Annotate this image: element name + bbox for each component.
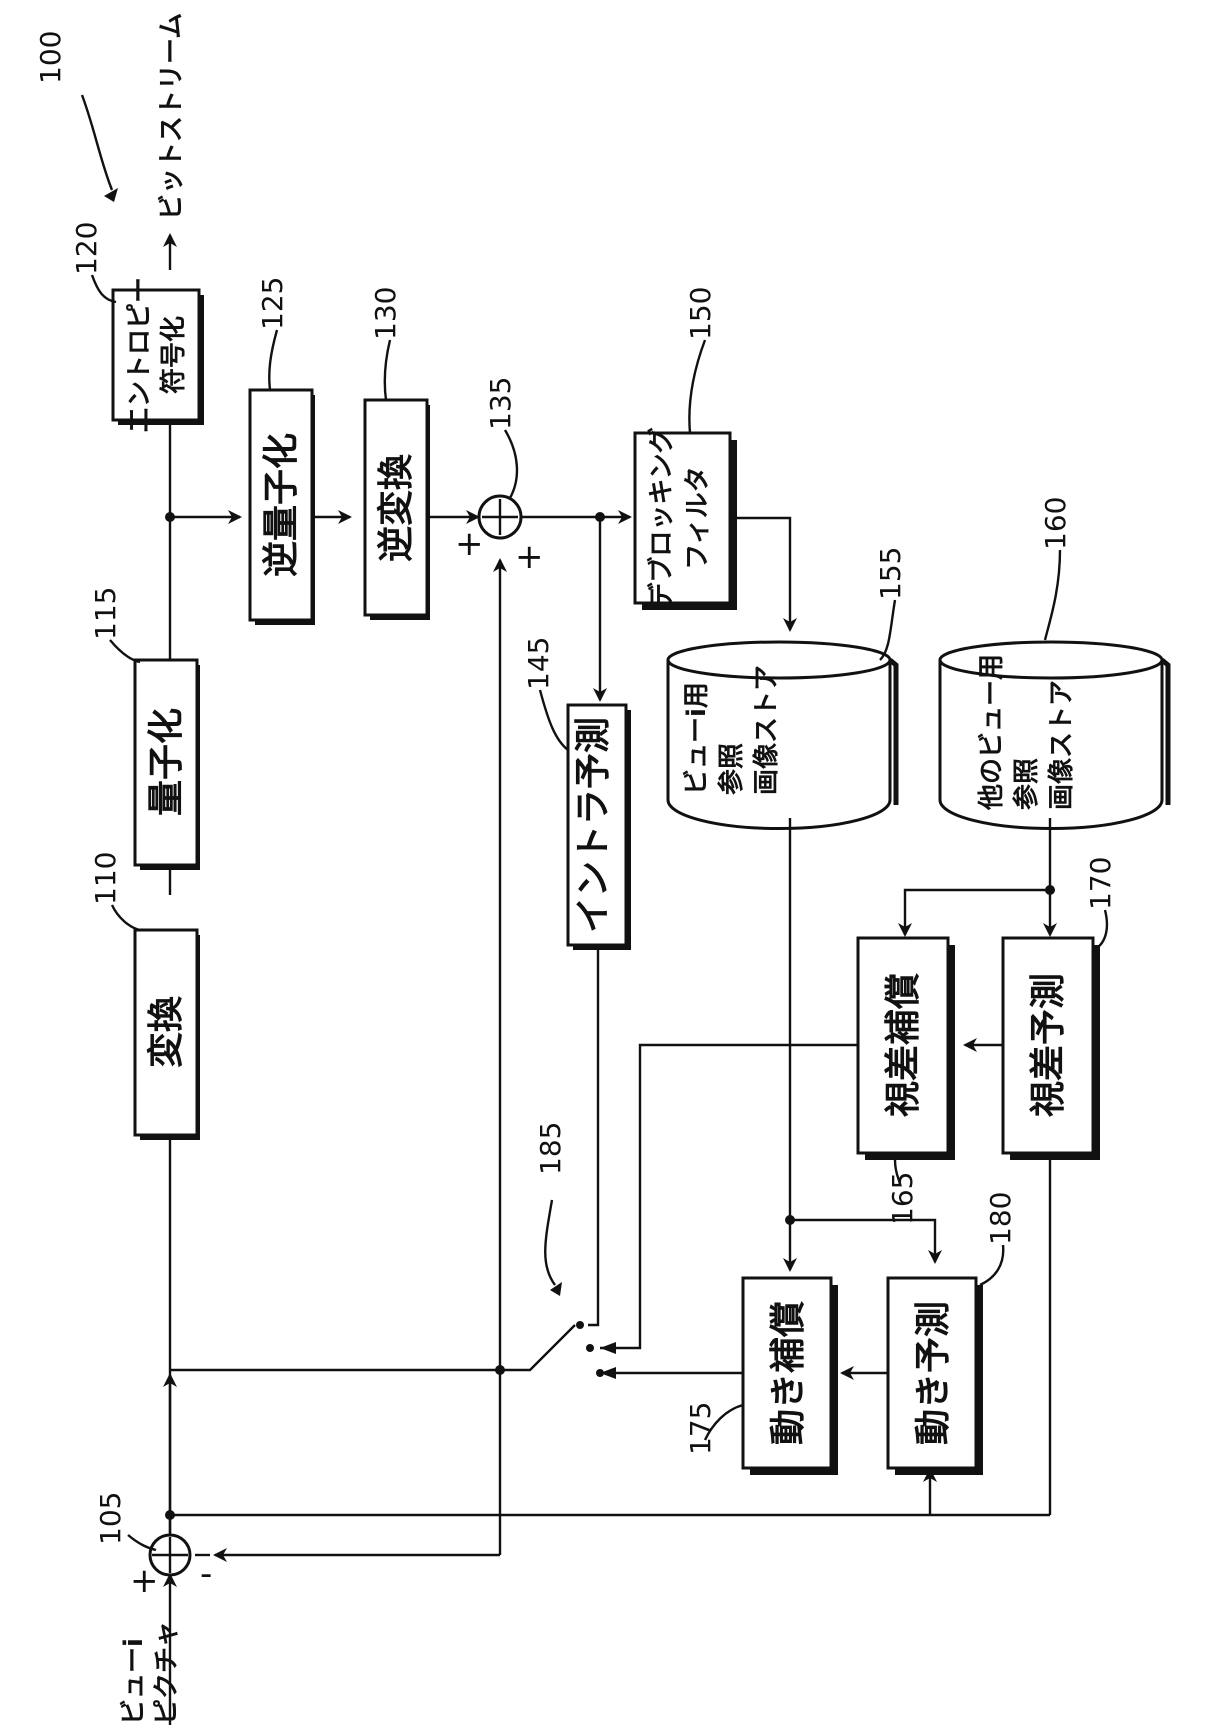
quantize-label: 量子化: [146, 708, 187, 816]
store-view-i-line3: 画像ストア: [752, 665, 782, 795]
input-label-line2: ピクチャ: [152, 1621, 182, 1725]
adder-105-ref: 105: [94, 1492, 127, 1545]
store-view-i-line2: 参照: [716, 743, 747, 795]
motion-pred-label: 動き予測: [913, 1301, 954, 1445]
disparity-comp-ref: 165: [886, 1172, 919, 1225]
inv-transform-ref: 130: [369, 287, 402, 340]
adder-105-minus: -: [200, 1554, 212, 1594]
input-label-line1: ビューi: [119, 1638, 149, 1725]
store-other-line2: 参照: [1011, 758, 1042, 810]
entropy-label-line2: 符号化: [158, 316, 189, 394]
quantize-ref: 115: [89, 587, 122, 640]
motion-pred-ref: 180: [984, 1192, 1017, 1245]
transform-ref: 110: [89, 852, 122, 905]
intra-pred-ref: 145: [522, 637, 555, 690]
store-view-i-ref: 155: [874, 547, 907, 600]
store-other-cylinder: [940, 642, 1162, 678]
store-view-i-line1: ビューi用: [682, 682, 712, 795]
intra-pred-label: イントラ予測: [573, 717, 614, 933]
figure-ref-label: 100: [34, 31, 67, 84]
deblock-label-line2: フィルタ: [683, 466, 713, 569]
switch-ref: 185: [534, 1122, 567, 1175]
disparity-pred-ref: 170: [1084, 857, 1117, 910]
deblock-ref: 150: [684, 287, 717, 340]
entropy-ref: 120: [70, 222, 103, 275]
store-other-line1: 他のビュー用: [977, 654, 1007, 811]
adder-135-plus-left: +: [455, 524, 484, 564]
adder-135-plus-bottom: +: [515, 537, 544, 577]
inv-quantize-ref: 125: [256, 277, 289, 330]
inv-quantize-label: 逆量子化: [261, 433, 302, 577]
bitstream-label: ビットストリーム: [157, 13, 187, 220]
adder-105-plus: +: [130, 1561, 159, 1601]
disparity-pred-label: 視差予測: [1028, 973, 1069, 1117]
deblock-label-line1: デブロッキング: [646, 427, 677, 608]
adder-135-ref: 135: [484, 377, 517, 430]
store-other-ref: 160: [1039, 497, 1072, 550]
motion-comp-label: 動き補償: [768, 1301, 809, 1445]
store-other-line3: 画像ストア: [1047, 680, 1077, 810]
entropy-label-line1: エントロピー: [125, 277, 155, 433]
disparity-comp-label: 視差補償: [883, 973, 924, 1117]
transform-label: 変換: [145, 995, 187, 1068]
inv-transform-label: 逆変換: [375, 453, 417, 562]
